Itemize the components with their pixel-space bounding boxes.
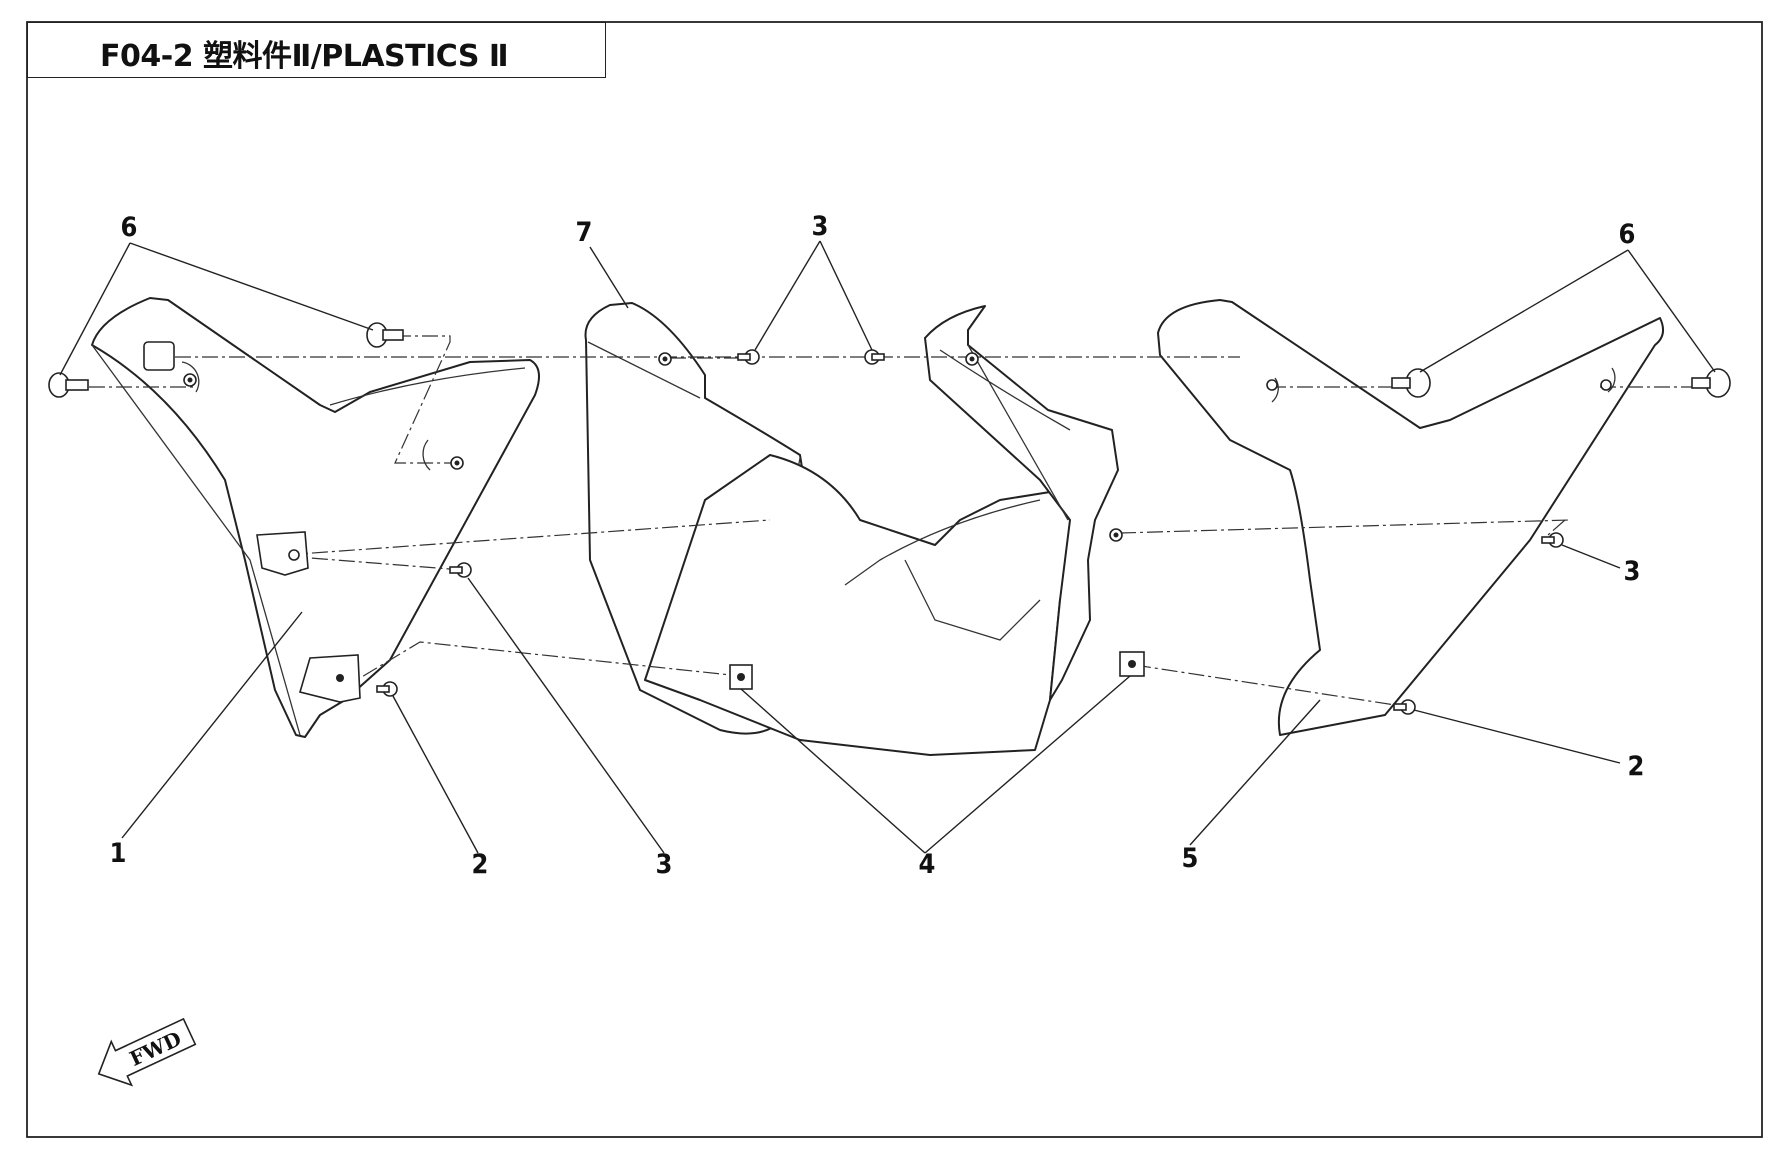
grommet-6-right-a	[1391, 368, 1431, 398]
title-block: F04-2 塑料件Ⅱ/PLASTICS Ⅱ	[27, 22, 606, 78]
part-1-left-side-panel	[91, 297, 540, 738]
grommet-6-left-b	[366, 322, 404, 348]
assembly-centerlines	[62, 335, 1700, 706]
diagram-title: F04-2 塑料件Ⅱ/PLASTICS Ⅱ	[100, 39, 509, 74]
callout-3-top: 3	[812, 211, 829, 242]
bolt-3-top-a	[737, 349, 760, 365]
clip-bracket-lower	[298, 654, 361, 703]
callout-3-left: 3	[656, 849, 673, 880]
clip-nut-4-left	[729, 664, 753, 690]
callout-6-left: 6	[121, 212, 138, 243]
bolt-3-top-b	[864, 349, 885, 365]
part-5-right-side-panel	[1157, 299, 1665, 736]
callout-5: 5	[1182, 843, 1199, 874]
callout-3-right: 3	[1624, 556, 1641, 587]
callout-labels: 6 7 3 6 3 2 1 2 3 4 5	[110, 211, 1645, 880]
bolt-2-right	[1393, 699, 1416, 715]
clip-bracket-upper	[256, 531, 309, 576]
bolt-3-left	[449, 562, 472, 578]
clip-nut-4-right	[1119, 651, 1145, 677]
hardware-parts	[48, 322, 1731, 715]
leader-lines	[59, 240, 1716, 854]
callout-2-right: 2	[1628, 751, 1645, 782]
drawing-frame	[26, 21, 1763, 1138]
callout-4: 4	[919, 849, 936, 880]
callout-2-left: 2	[472, 849, 489, 880]
callout-7: 7	[576, 217, 593, 248]
forward-direction-arrow: FWD	[97, 1017, 197, 1087]
receptacle-left	[143, 341, 464, 470]
callout-1: 1	[110, 838, 127, 869]
grommet-6-right-b	[1691, 368, 1731, 398]
grommet-6-left-a	[48, 372, 89, 398]
bolt-2-left	[376, 681, 398, 697]
bolt-3-right	[1541, 532, 1564, 548]
right-center-bracket	[924, 305, 1119, 701]
callout-6-right: 6	[1619, 219, 1636, 250]
